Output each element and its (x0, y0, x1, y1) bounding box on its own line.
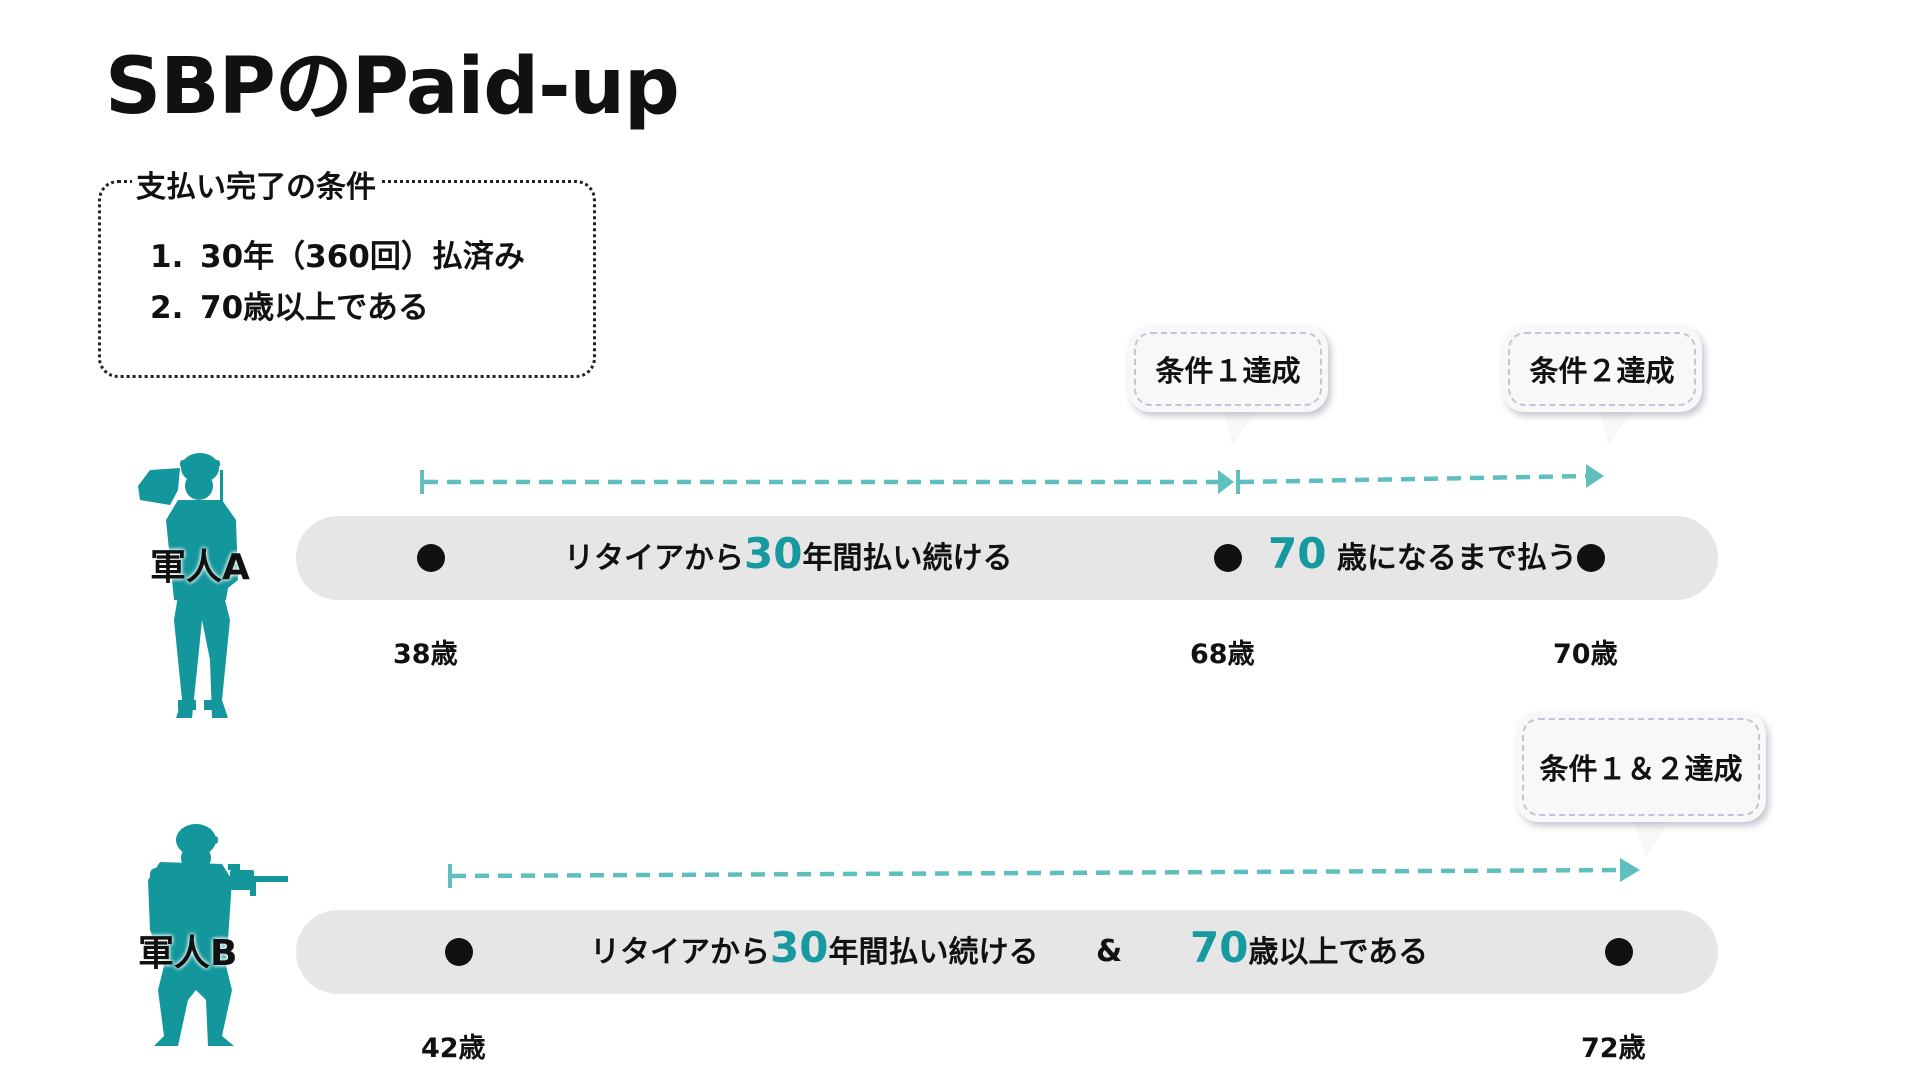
conditions-heading: 支払い完了の条件 (132, 162, 380, 206)
bubble-tail-b (1632, 818, 1670, 858)
bar-b-text-1: リタイアから30年間払い続ける (590, 923, 1039, 972)
dot-marker-icon (417, 544, 445, 572)
soldier-b-label: 軍人B (138, 933, 238, 974)
speech-bubble-b: 条件１＆２達成 (1516, 712, 1766, 822)
bubble-tail-a2 (1600, 410, 1632, 446)
bar-a-text-2: 70 歳になるまで払う (1268, 529, 1577, 578)
arrow-a-segment-1 (420, 470, 1234, 494)
dot-marker-icon (1577, 544, 1605, 572)
age-a-end: 70歳 (1553, 639, 1618, 670)
dot-marker-icon (445, 938, 473, 966)
bar-a-text-1: リタイアから30年間払い続ける (564, 529, 1013, 578)
bar-b-amp: & (1096, 934, 1123, 969)
soldier-a-label: 軍人A (150, 547, 250, 588)
age-a-mid: 68歳 (1190, 639, 1255, 670)
saluting-soldier-icon (138, 453, 238, 718)
arrow-b (448, 858, 1640, 888)
bubble-tail-a1 (1224, 410, 1256, 446)
dot-marker-icon (1605, 938, 1633, 966)
conditions-list: 1.30年（360回）払済み 2.70歳以上である (150, 232, 525, 334)
age-a-start: 38歳 (393, 639, 458, 670)
bar-b-text-2: 70歳以上である (1190, 923, 1429, 972)
age-b-end: 72歳 (1581, 1033, 1646, 1064)
page-title: SBPのPaid-up (105, 42, 680, 132)
condition-item-2: 2.70歳以上である (150, 290, 429, 326)
rifle-soldier-icon (148, 824, 288, 1046)
condition-item-1: 1.30年（360回）払済み (150, 239, 525, 275)
speech-bubble-a1: 条件１達成 (1128, 326, 1328, 412)
dot-marker-icon (1214, 544, 1242, 572)
age-b-start: 42歳 (421, 1033, 486, 1064)
timeline-bar-b (296, 910, 1718, 994)
arrow-a-segment-2 (1236, 464, 1604, 494)
speech-bubble-a2: 条件２達成 (1502, 326, 1702, 412)
timeline-bar-a (296, 516, 1718, 600)
